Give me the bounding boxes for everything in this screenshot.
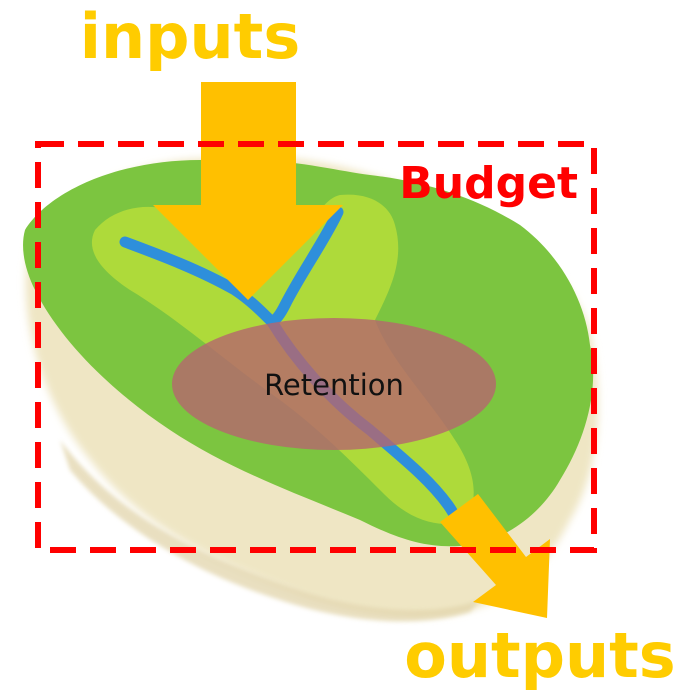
inputs-arrow — [153, 82, 343, 300]
budget-label: Budget — [399, 158, 578, 209]
retention-ellipse — [172, 318, 496, 450]
budget-boundary — [35, 141, 597, 553]
outputs-label: outputs — [404, 619, 675, 690]
island-ground-shadow — [60, 440, 480, 622]
stream-left-branch — [119, 236, 278, 328]
retention-zone: Retention — [172, 318, 496, 450]
retention-label: Retention — [264, 368, 404, 402]
inputs-label: inputs — [80, 0, 300, 73]
outputs-arrow — [440, 494, 550, 618]
